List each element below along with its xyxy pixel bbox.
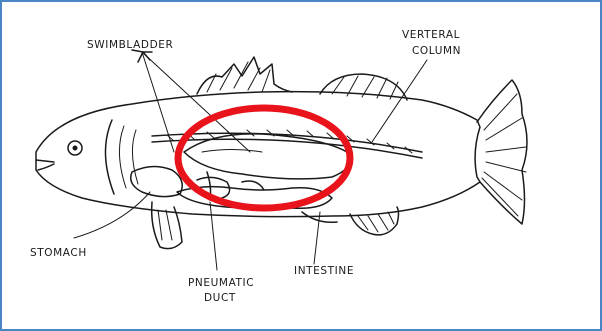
tail-fin — [477, 80, 527, 224]
label-intestine: INTESTINE — [294, 265, 354, 277]
gill-cover — [105, 120, 114, 194]
label-vertebral-line1: VERTERAL — [402, 29, 460, 41]
stomach-organ — [131, 166, 182, 196]
label-stomach: STOMACH — [30, 247, 87, 259]
fish-eye — [68, 141, 82, 155]
label-pneumatic-line2: DUCT — [204, 292, 236, 304]
label-pneumatic-line1: PNEUMATIC — [188, 277, 254, 289]
arrowhead-left — [132, 50, 143, 62]
fish-mouth — [36, 160, 54, 170]
anal-fin — [350, 207, 399, 235]
pectoral-fin — [152, 202, 182, 249]
highlight-ellipse — [178, 108, 350, 208]
label-vertebral-line2: COLUMN — [412, 45, 461, 57]
dorsal-fin — [197, 57, 292, 94]
label-swimbladder: SWIMBLADDER — [87, 39, 173, 51]
